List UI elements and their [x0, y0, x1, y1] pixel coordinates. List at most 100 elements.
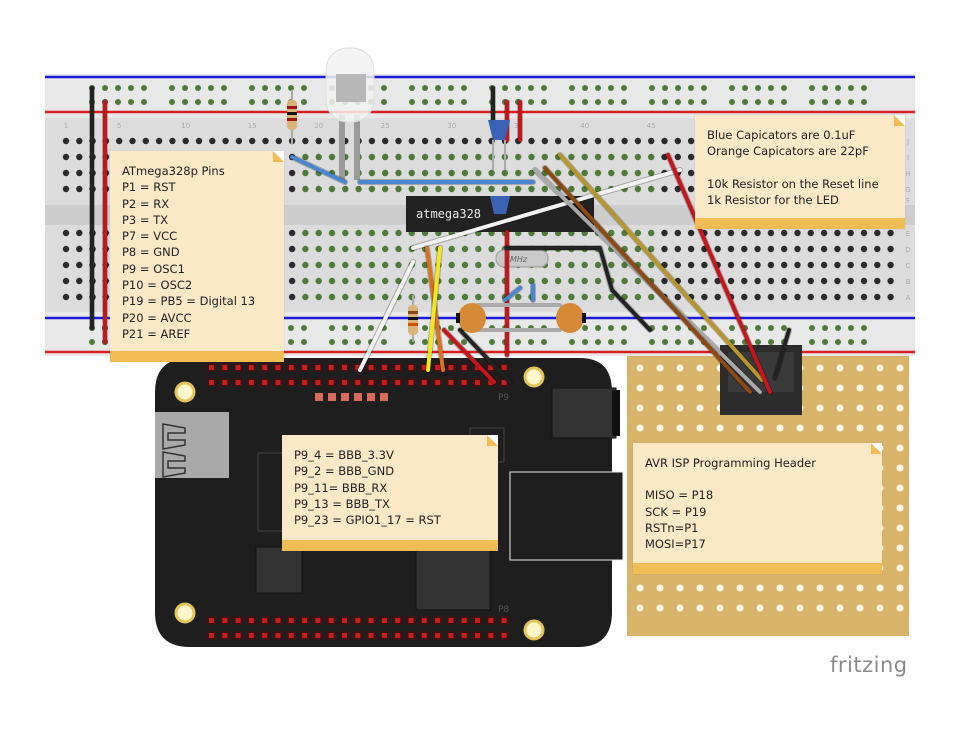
rail-hole — [288, 339, 294, 345]
perfboard-hole — [836, 364, 844, 372]
breadboard-hole — [222, 137, 229, 145]
capacitor-blue-chip[interactable] — [490, 196, 510, 214]
breadboard-hole — [475, 261, 482, 269]
led[interactable] — [325, 47, 375, 180]
wire-blue[interactable] — [503, 286, 522, 302]
wire-red[interactable] — [442, 328, 496, 384]
resistor-10k[interactable] — [408, 295, 418, 342]
capacitor-orange-right[interactable] — [556, 303, 586, 333]
perfboard-hole — [636, 404, 644, 412]
rail-hole — [355, 339, 361, 345]
rail-hole — [115, 85, 121, 91]
perfboard-hole — [856, 604, 864, 612]
capacitor-orange-left[interactable] — [456, 303, 562, 333]
breadboard-hole — [687, 185, 695, 193]
processor-chip — [415, 547, 491, 611]
breadboard-hole — [62, 245, 70, 253]
rail-hole — [489, 339, 495, 345]
header-pin-center — [235, 633, 241, 638]
wire-black[interactable] — [773, 328, 791, 380]
wire-olive[interactable] — [558, 153, 764, 382]
rail-hole — [755, 85, 761, 91]
rail-hole — [688, 85, 694, 91]
breadboard-hole — [62, 153, 70, 161]
wire-black[interactable] — [505, 246, 652, 332]
breadboard-hole — [874, 229, 881, 237]
note-title: AVR ISP Programming Header — [645, 456, 816, 470]
led-leg — [339, 115, 345, 180]
wire-white[interactable] — [411, 168, 682, 250]
rail-hole — [662, 325, 668, 331]
resistor-1k[interactable] — [287, 90, 297, 144]
rail-hole — [422, 339, 428, 345]
breadboard-hole — [608, 153, 615, 161]
header-pin-center — [421, 380, 427, 385]
perfboard-hole — [696, 364, 704, 372]
crystal-oscillator[interactable]: MHz — [495, 249, 549, 268]
header-pin-center — [461, 618, 467, 623]
rail-hole — [662, 99, 668, 105]
rail-hole — [342, 339, 348, 345]
wire-yellow[interactable] — [426, 246, 442, 372]
breadboard-hole — [554, 277, 562, 285]
rail-hole — [208, 99, 214, 105]
breadboard-hole — [541, 153, 548, 161]
rail-hole — [781, 85, 787, 91]
perfboard-hole — [896, 464, 904, 472]
breadboard-hole — [741, 293, 748, 301]
header-pin-center — [501, 618, 507, 623]
note-corner — [273, 151, 284, 162]
row-letter: C — [906, 262, 911, 270]
row-letter: G — [905, 186, 910, 194]
breadboard-hole — [528, 169, 535, 177]
wire-brown[interactable] — [543, 166, 752, 394]
breadboard-hole — [421, 137, 429, 145]
header-pin-center — [315, 365, 321, 370]
breadboard-hole — [448, 185, 455, 193]
breadboard-hole — [342, 293, 349, 301]
note-line: 10k Resistor on the Reset line — [707, 176, 879, 191]
breadboard-hole — [754, 293, 761, 301]
breadboard-hole — [767, 261, 775, 269]
rail-hole — [621, 325, 627, 331]
breadboard-hole — [382, 137, 389, 145]
breadboard-hole — [581, 185, 588, 193]
rail-hole — [649, 339, 655, 345]
breadboard-hole — [249, 137, 256, 145]
breadboard-hole — [461, 261, 469, 269]
capacitor-blue-top[interactable] — [488, 120, 510, 170]
perfboard-hole — [676, 424, 684, 432]
breadboard-hole — [767, 229, 775, 237]
breadboard-hole — [767, 245, 775, 253]
breadboard-hole — [302, 277, 309, 285]
note-line: P9 = OSC1 — [122, 261, 185, 276]
rail-hole — [342, 325, 348, 331]
power-jack-outline — [509, 471, 624, 561]
perfboard-hole — [816, 584, 824, 592]
breadboard-hole — [461, 137, 469, 145]
wire-black[interactable] — [458, 328, 512, 384]
rail-hole — [381, 85, 387, 91]
breadboard-hole — [342, 245, 349, 253]
breadboard-hole — [435, 153, 442, 161]
breadboard-hole — [368, 293, 376, 301]
header-pin-center — [421, 633, 427, 638]
led-die — [336, 74, 366, 102]
breadboard-hole — [767, 277, 775, 285]
wire-blue[interactable] — [290, 155, 347, 184]
perfboard-hole — [656, 384, 664, 392]
wire-red[interactable] — [666, 153, 772, 394]
rail-hole — [742, 99, 748, 105]
breadboard-hole — [834, 261, 841, 269]
wire-white[interactable] — [358, 260, 415, 372]
header-pin-center — [475, 633, 480, 638]
rail-hole — [649, 99, 655, 105]
breadboard-hole — [288, 245, 296, 253]
breadboard-hole — [594, 277, 602, 285]
header-pin-center — [275, 633, 281, 638]
